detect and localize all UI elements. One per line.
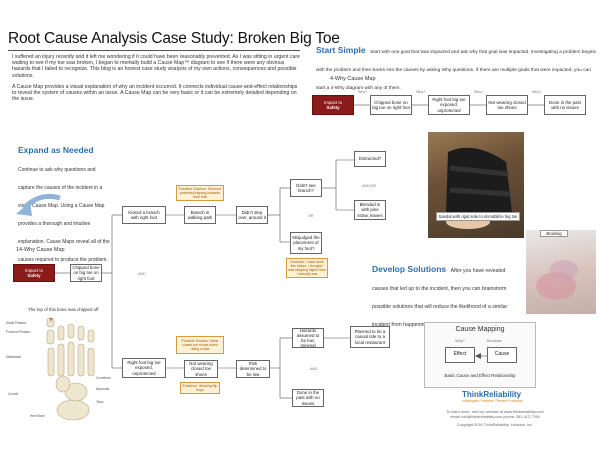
intro-paragraph-2: A Cause Map provides a visual explanatio… [12,83,298,103]
four-why-node-2: Right foot big toe exposed, unprotected [428,95,470,115]
label-navicular: Navicular [96,387,110,391]
anatomy-caption: The top of this bone was chipped off [28,307,99,312]
node-distracted: Distracted? [354,151,386,167]
start-simple-text: Start with one goal that was impacted an… [316,50,596,91]
four-why-node-3: Not wearing closed toe shoes [486,95,528,115]
label-talus: Talus [96,400,104,404]
page-title: Root Cause Analysis Case Study: Broken B… [8,30,340,47]
sandal-caption: Sandal with rigid sole to immobilize big… [436,212,520,221]
node-hazards: Hazards assumed to be low, minimal [292,328,324,348]
develop-heading: Develop Solutions [372,264,447,274]
and-label-2: AND [310,367,318,371]
impact-line1: Impact to [323,99,343,105]
foot-skeleton-image [46,317,95,421]
develop-text: After you have revealed causes that led … [372,268,508,328]
node-risk: Risk determined to be low [236,360,270,378]
or-label: OR [308,214,314,218]
why-label-1: Why? [358,90,368,94]
node-planned: Planned to be a casual ride to a local r… [350,326,390,348]
node-blended: Blended in with pine straw, leaves [354,200,386,220]
why-label-4: Why? [532,90,542,94]
fourteen-why-title: 14-Why Cause Map [16,247,65,253]
node-misjudged: Misjudged the placement of my foot? [290,232,322,254]
four-why-node-4: Done in the past with no issues [544,95,586,115]
why-label-2: Why? [416,90,426,94]
node-kicked: Kicked a branch with right foot [122,206,166,224]
label-distal: Distal Phalanx [6,321,27,325]
cause-mapping-legend: Cause Mapping Why? Because Effect Cause … [424,322,536,388]
expand-heading: Expand as Needed [18,145,94,155]
legend-why: Why? [455,339,465,343]
legend-subtitle: Basic Cause and Effect Relationship [444,373,516,378]
contact-info: To learn more, visit our website at www.… [420,410,570,428]
start-simple-heading: Start Simple [316,45,366,55]
contact-line-1: To learn more, visit our website at www.… [446,410,544,414]
contact-line-2: email: info@thinkreliability.com phone: … [450,415,540,419]
node-didnt-step: Didn't step over, around it [236,206,268,224]
impact14-line1: Impact to [24,267,44,273]
andor-label: AND/OR [362,184,376,188]
node-didnt-see: Didn't see branch? [290,179,322,197]
title-divider [8,50,300,51]
label-proximal: Proximal Phalanx [6,330,31,334]
copyright: Copyright 2016 ThinkReliability. Houston… [456,423,534,427]
impact14-line2: Safety [27,273,41,278]
label-metatarsal: Metatarsal [6,355,21,359]
logo-tagline: Investigate Problems. Prevent Problems. [462,399,524,403]
intro-paragraph-1: I suffered an injury recently and it lef… [12,54,300,79]
expand-section: Expand as Needed Continue to ask why que… [18,140,110,266]
and-label-1: AND [138,272,146,276]
node-branch: Branch in walking path [184,206,216,224]
legend-effect: Effect [445,347,475,363]
start-simple-section: Start Simple Start with one goal that wa… [316,40,596,94]
logo-text: ThinkReliability [462,390,522,399]
label-cuboid: Cuboid [8,392,19,396]
four-why-title: 4-Why Cause Map [330,76,376,82]
node-done-past: Done in the past with no issues [292,389,324,407]
bruising-photo [526,230,596,314]
legend-because: Because [487,339,502,343]
node-chipped: Chipped bone on big toe on right foot [70,264,102,282]
label-heel: Heel Bone [30,414,45,418]
label-cuneiform: Cuneiform [96,376,111,380]
intro-text: I suffered an injury recently and it lef… [12,54,302,107]
legend-cause: Cause [487,347,517,363]
logo-block: ThinkReliability Investigate Problems. P… [462,390,542,403]
develop-section: Develop Solutions After you have reveale… [372,259,520,331]
evidence-1: Evidence: I have done this before. I tho… [286,258,328,278]
why-label-3: Why? [474,90,484,94]
solution-2: Possible Solution: Wear closed toe shoes… [176,336,224,354]
expand-text: Continue to ask why questions and captur… [18,167,110,263]
evidence-2: Evidence: Wearing flip flops [180,382,220,394]
four-why-node-1: Chipped bone on big toe on right foot [370,95,412,115]
node-exposed: Right foot big toe exposed, unprotected [122,358,166,378]
sandal-photo [428,132,524,238]
node-not-wearing: Not wearing closed toe shoes [184,360,218,378]
legend-title: Cause Mapping [455,326,505,333]
solution-1: Possible Solution: Remove potential trip… [176,185,224,201]
impact-line2: Safety [326,105,340,110]
curved-arrow-icon [16,193,61,216]
bruising-caption: Bruising [540,230,568,237]
